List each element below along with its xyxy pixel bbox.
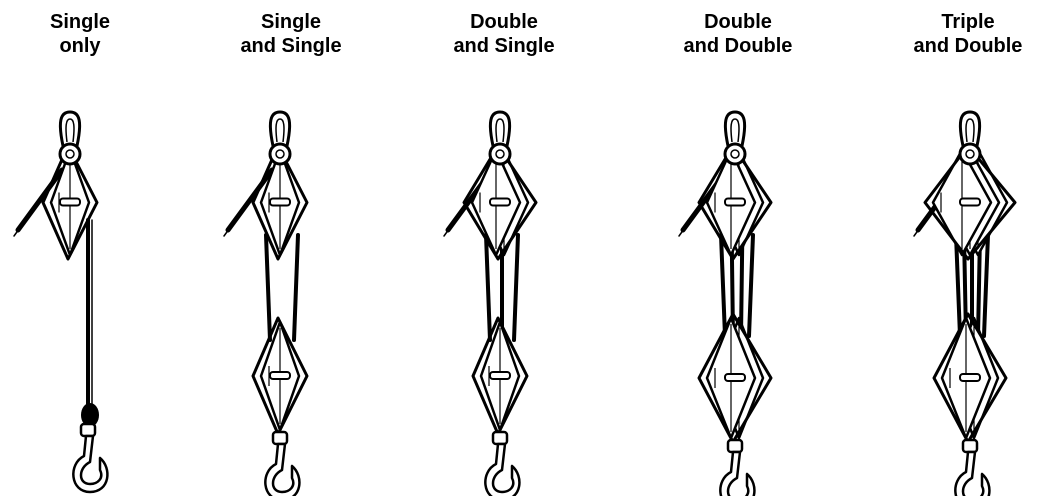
hook-swivel-icon [493, 432, 507, 444]
hook-swivel-icon [728, 440, 742, 452]
axle-pin-icon [270, 372, 290, 379]
tackle-panel-0 [14, 112, 107, 492]
shackle-icon [270, 112, 289, 146]
rope-line [514, 235, 518, 340]
rope-line [266, 235, 270, 340]
axle-pin-icon [960, 374, 980, 381]
axle-pin-icon [270, 199, 290, 206]
axle-pin-icon [490, 372, 510, 379]
hook-icon [265, 444, 299, 496]
shackle-icon [490, 112, 509, 146]
hook-swivel-icon [963, 440, 977, 452]
tackle-panel-2 [444, 112, 536, 496]
rope-line [294, 235, 298, 340]
axle-pin-icon [490, 199, 510, 206]
hook-swivel-icon [81, 424, 95, 436]
tackle-panel-1 [224, 112, 307, 496]
axle-pin-icon [60, 199, 80, 206]
axle-pin-icon [725, 374, 745, 381]
shackle-icon [960, 112, 979, 146]
tackle-panel-3 [679, 112, 771, 496]
hook-swivel-icon [273, 432, 287, 444]
shackle-icon [725, 112, 744, 146]
rope-line [749, 235, 753, 336]
shackle-icon [60, 112, 79, 146]
hook-icon [955, 452, 989, 496]
axle-pin-icon [725, 199, 745, 206]
rope-line [486, 235, 490, 340]
tackle-panel-4 [914, 112, 1015, 496]
axle-pin-icon [960, 199, 980, 206]
hook-icon [720, 452, 754, 496]
rope-line [984, 235, 988, 336]
hook-icon [73, 436, 107, 492]
rope-line [721, 235, 725, 336]
hook-icon [485, 444, 519, 496]
